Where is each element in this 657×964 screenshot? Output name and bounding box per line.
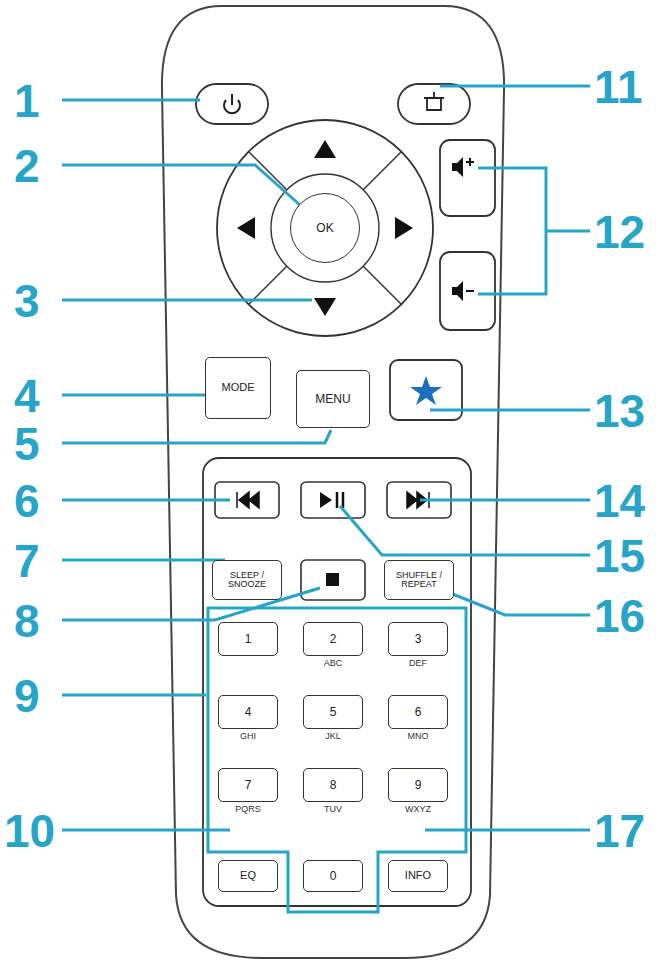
remote-button: 8TUV <box>303 768 363 802</box>
key-letters: JKL <box>294 731 372 741</box>
callout-number: 7 <box>14 538 40 584</box>
remote-button: 0 <box>303 860 363 892</box>
callout-number: 2 <box>14 143 40 189</box>
leader-line <box>478 168 590 294</box>
button-label: 1 <box>245 633 252 646</box>
button-label: 2 <box>330 633 337 646</box>
remote-button: 1 <box>218 622 278 656</box>
alarm-icon <box>424 92 444 110</box>
remote-button: 5JKL <box>303 695 363 729</box>
button-label: 8 <box>330 779 337 792</box>
ok-button: OK <box>290 193 360 263</box>
remote-button: 7PQRS <box>218 768 278 802</box>
callout-number: 16 <box>594 593 645 639</box>
up-arrow <box>314 140 336 158</box>
callout-number: 10 <box>4 808 55 854</box>
button-label: 3 <box>415 633 422 646</box>
callout-number: 17 <box>594 808 645 854</box>
keypad-bracket <box>208 608 466 912</box>
stop-button <box>301 560 365 600</box>
key-letters: ABC <box>294 658 372 668</box>
remote-button: INFO <box>388 860 448 892</box>
key-letters: GHI <box>209 731 287 741</box>
key-letters: MNO <box>379 731 457 741</box>
button-label: 9 <box>415 779 422 792</box>
remote-button: 6MNO <box>388 695 448 729</box>
callout-number: 9 <box>14 673 40 719</box>
key-letters: WXYZ <box>379 804 457 814</box>
remote-button: SLEEP / SNOOZE <box>212 560 282 600</box>
remote-button: MODE <box>205 357 271 419</box>
remote-button: MENU <box>296 370 370 428</box>
callout-number: 8 <box>14 598 40 644</box>
left-arrow <box>237 217 255 239</box>
callout-number: 14 <box>594 478 645 524</box>
callout-number: 1 <box>14 78 40 124</box>
callout-number: 13 <box>594 388 645 434</box>
button-label: SLEEP / SNOOZE <box>213 571 281 590</box>
dpad-ring <box>217 120 433 336</box>
button-label: 4 <box>245 706 252 719</box>
alarm-button <box>398 84 470 124</box>
callout-number: 4 <box>14 373 40 419</box>
button-label: SHUFFLE / REPEAT <box>385 571 453 590</box>
button-label: INFO <box>405 870 431 882</box>
leader-lines <box>62 86 590 830</box>
play-pause-button <box>301 482 365 518</box>
key-letters: TUV <box>294 804 372 814</box>
callout-number: 15 <box>594 533 645 579</box>
button-label: OK <box>316 222 333 235</box>
down-arrow <box>314 298 336 316</box>
callout-number: 5 <box>14 421 40 467</box>
button-label: 5 <box>330 706 337 719</box>
volume-up-button <box>440 140 495 216</box>
callout-number: 6 <box>14 478 40 524</box>
remote-button: 4GHI <box>218 695 278 729</box>
button-label: EQ <box>240 870 256 882</box>
callout-number: 3 <box>14 278 40 324</box>
button-label: 0 <box>330 870 337 883</box>
key-letters: PQRS <box>209 804 287 814</box>
keypad-panel <box>203 458 471 906</box>
right-arrow <box>395 217 413 239</box>
button-label: 7 <box>245 779 252 792</box>
button-label: MENU <box>315 393 350 406</box>
button-label: 6 <box>415 706 422 719</box>
remote-button: 2ABC <box>303 622 363 656</box>
remote-button: 9WXYZ <box>388 768 448 802</box>
volume-down-button <box>440 252 495 330</box>
callout-number: 12 <box>594 209 645 255</box>
remote-button: EQ <box>218 860 278 892</box>
star-icon <box>410 376 442 405</box>
power-button <box>196 84 268 124</box>
key-letters: DEF <box>379 658 457 668</box>
remote-button: SHUFFLE / REPEAT <box>384 560 454 600</box>
remote-button: 3DEF <box>388 622 448 656</box>
button-label: MODE <box>222 382 255 394</box>
remote-body <box>162 6 504 958</box>
callout-number: 11 <box>594 64 643 110</box>
